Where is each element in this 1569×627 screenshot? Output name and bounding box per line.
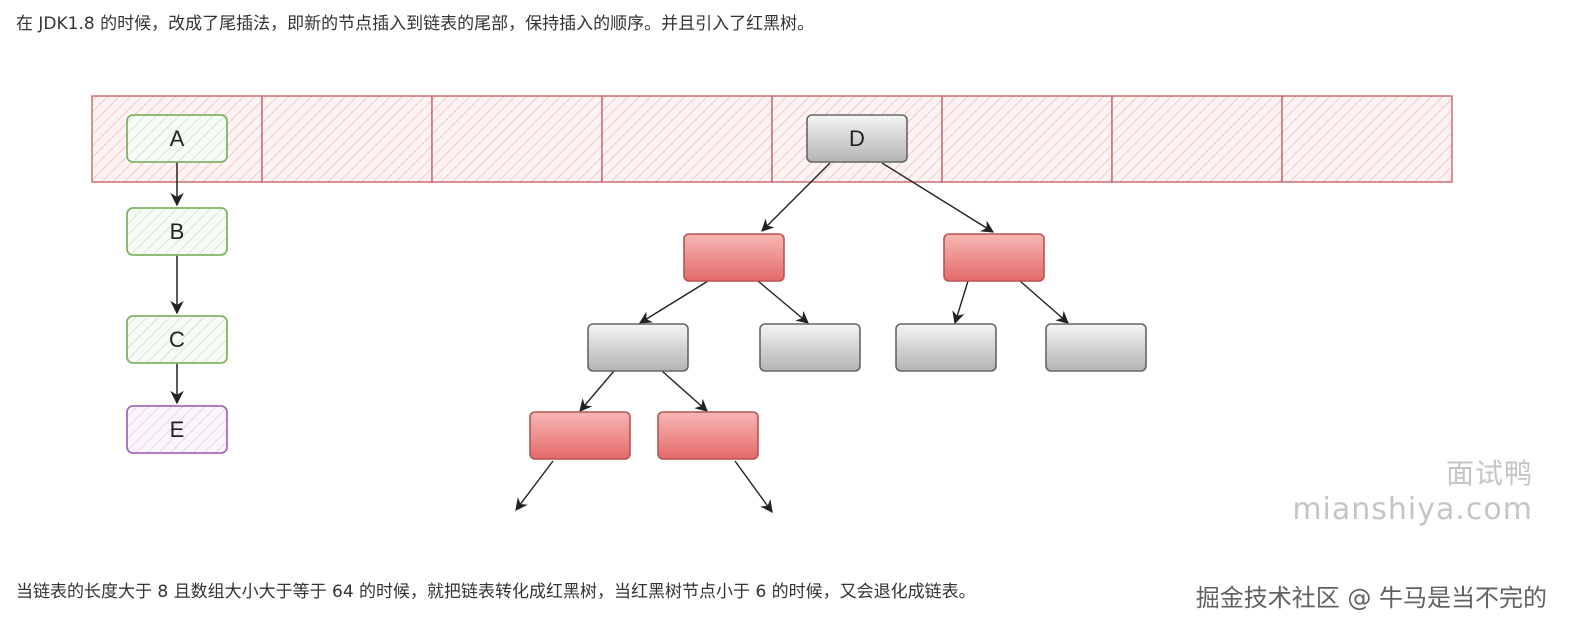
hashmap-diagram: A B C E D	[91, 95, 1453, 514]
bucket-3	[601, 95, 773, 183]
bucket-7	[1281, 95, 1453, 183]
tree-node-red-l1	[683, 233, 785, 282]
bucket-array	[91, 95, 1453, 183]
edge-ll-b	[661, 370, 708, 412]
watermark-juejin: 掘金技术社区 @ 牛马是当不完的	[1195, 584, 1547, 612]
edge-r1-rl	[952, 280, 969, 325]
list-node-a-label: A	[170, 126, 185, 151]
bucket-6	[1111, 95, 1283, 183]
list-node-a: A	[126, 114, 228, 163]
tree-node-red-lll	[529, 411, 631, 460]
edge-r1-rr	[1019, 280, 1069, 324]
tree-edges	[515, 162, 1069, 514]
edge-l1-ll	[638, 280, 709, 324]
edge-l1-lr	[757, 280, 809, 324]
edge-ll-a	[579, 370, 615, 412]
edge-root-left	[761, 162, 831, 232]
list-node-b: B	[126, 207, 228, 256]
tree-node-black-rl	[895, 323, 997, 372]
list-node-b-label: B	[170, 219, 185, 244]
tree-node-red-llr	[657, 411, 759, 460]
outro-paragraph: 当链表的长度大于 8 且数组大小大于等于 64 的时候，就把链表转化成红黑树，当…	[16, 582, 976, 602]
list-node-e-label: E	[170, 417, 185, 442]
red-black-tree: D	[529, 114, 1147, 460]
tree-root-node: D	[806, 114, 908, 163]
watermark-site-url: mianshiya.com	[1292, 492, 1533, 527]
tree-node-red-r1	[943, 233, 1045, 282]
bucket-5	[941, 95, 1113, 183]
list-node-c: C	[126, 315, 228, 364]
edge-leaf-right	[734, 460, 773, 514]
bucket-4	[771, 95, 943, 183]
list-node-c-label: C	[169, 327, 185, 352]
watermark-site-name: 面试鸭	[1445, 457, 1533, 490]
tree-node-black-lr	[759, 323, 861, 372]
bucket-2	[431, 95, 603, 183]
intro-paragraph: 在 JDK1.8 的时候，改成了尾插法，即新的节点插入到链表的尾部，保持插入的顺…	[16, 14, 815, 34]
edge-leaf-left	[515, 460, 554, 512]
tree-node-black-rr	[1045, 323, 1147, 372]
tree-root-label: D	[849, 126, 865, 151]
linked-list: A B C E	[126, 114, 228, 454]
bucket-1	[261, 95, 433, 183]
tree-node-black-ll	[587, 323, 689, 372]
edge-root-right	[881, 162, 995, 233]
list-node-e: E	[126, 405, 228, 454]
